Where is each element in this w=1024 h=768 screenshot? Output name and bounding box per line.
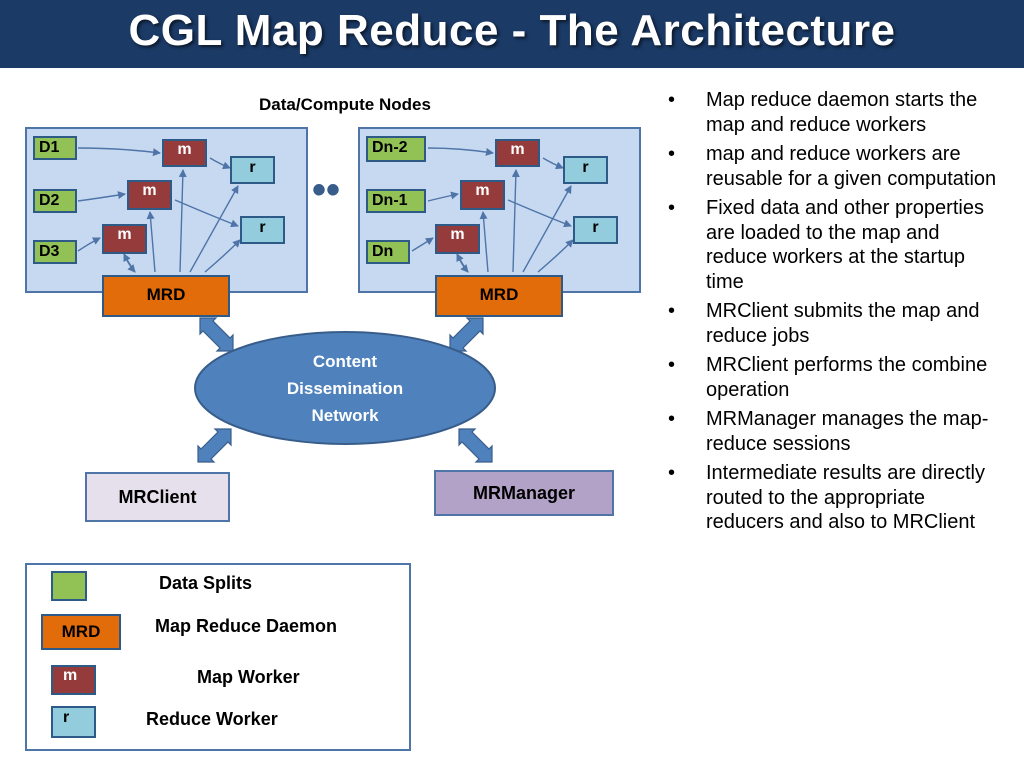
arrow-m-mrd	[123, 253, 136, 273]
arrow-m-r1-r	[542, 157, 564, 170]
data-split-d1: D1	[33, 136, 77, 160]
link-client	[197, 428, 232, 463]
network-links	[197, 317, 493, 463]
map-reduce-daemon: MRD	[102, 275, 230, 317]
legend-map-label: Map Worker	[197, 667, 300, 687]
bullet-text: MRClient submits the map and reduce jobs	[706, 300, 980, 347]
map-worker: m	[162, 139, 207, 167]
link-right-mrd	[449, 317, 484, 352]
arrow-mrd-m2	[146, 211, 156, 273]
bullet-dot-icon: •	[668, 462, 676, 484]
map-worker: m	[495, 139, 540, 167]
arrow-mrd-r2	[204, 239, 241, 273]
legend-mrd-swatch: MRD	[41, 614, 121, 650]
reduce-worker: r	[240, 216, 285, 244]
mrclient-box: MRClient	[85, 472, 230, 522]
network-label-line: Network	[311, 406, 379, 425]
arrow-mrd-r1	[189, 185, 239, 273]
data-split-dn: Dn	[366, 240, 410, 264]
data-split-dn-1: Dn-1	[366, 189, 426, 213]
data-split-d2: D2	[33, 189, 77, 213]
arrow-d3-m	[77, 237, 101, 252]
mrmanager-box: MRManager	[434, 470, 614, 516]
arrow-m-r2-r	[507, 199, 572, 228]
map-reduce-daemon: MRD	[435, 275, 563, 317]
bullet-text: MRClient performs the combine operation	[706, 354, 988, 401]
bullet-item: • MRManager manages the map-reduce sessio…	[660, 407, 1000, 456]
arrow-dn-m	[411, 237, 434, 252]
bullet-dot-icon: •	[668, 197, 676, 219]
network-label-line: Content	[312, 352, 378, 371]
bullet-item: • Map reduce daemon starts the map and re…	[660, 88, 1000, 137]
legend-data-split-swatch	[51, 571, 87, 601]
bullet-item: • Fixed data and other properties are loa…	[660, 196, 1000, 294]
arrow-mrd-m1	[178, 169, 187, 273]
link-left-mrd	[199, 317, 234, 352]
arrow-m-mrd-r	[456, 253, 469, 273]
map-worker: m	[435, 224, 480, 254]
network-label: Content Dissemination Network	[245, 348, 445, 429]
reduce-worker: r	[230, 156, 275, 184]
bullet-list: • Map reduce daemon starts the map and re…	[660, 88, 1000, 540]
legend-map-swatch: m	[51, 665, 96, 695]
arrow-dn1-m	[427, 191, 459, 202]
bullet-item: • map and reduce workers are reusable for…	[660, 142, 1000, 191]
nodes-heading: Data/Compute Nodes	[259, 95, 431, 114]
bullet-dot-icon: •	[668, 89, 676, 111]
bullet-dot-icon: •	[668, 143, 676, 165]
arrow-mrd-r2-r	[537, 239, 574, 273]
more-nodes-ellipsis: ••	[312, 168, 341, 212]
arrow-m-r1	[209, 157, 231, 170]
legend-reduce-swatch: r	[51, 706, 96, 738]
data-split-dn-2: Dn-2	[366, 136, 426, 162]
data-split-d3: D3	[33, 240, 77, 264]
legend-reduce-label: Reduce Worker	[146, 709, 278, 729]
bullet-item: • MRClient performs the combine operation	[660, 353, 1000, 402]
bullet-dot-icon: •	[668, 408, 676, 430]
bullet-text: map and reduce workers are reusable for …	[706, 143, 997, 190]
bullet-text: MRManager manages the map-reduce session…	[706, 408, 989, 455]
legend-data-splits-label: Data Splits	[159, 573, 253, 593]
bullet-text: Map reduce daemon starts the map and red…	[706, 89, 978, 136]
map-worker: m	[127, 180, 172, 210]
bullet-dot-icon: •	[668, 300, 676, 322]
slide-title: CGL Map Reduce - The Architecture	[128, 6, 896, 55]
arrow-dn2-m	[427, 147, 494, 156]
arrow-mrd-m2-r	[479, 211, 489, 273]
network-label-line: Dissemination	[286, 379, 404, 398]
arrow-d1-m	[77, 147, 161, 157]
arrow-d2-m	[77, 191, 126, 202]
bullet-item: • MRClient submits the map and reduce job…	[660, 299, 1000, 348]
content-network	[194, 331, 496, 445]
arrow-m-r2	[174, 199, 239, 228]
link-manager	[458, 428, 493, 463]
bullet-text: Fixed data and other properties are load…	[706, 197, 984, 293]
reduce-worker: r	[563, 156, 608, 184]
map-worker: m	[460, 180, 505, 210]
title-bar: CGL Map Reduce - The Architecture	[0, 0, 1024, 68]
bullet-text: Intermediate results are directly routed…	[706, 462, 986, 533]
arrow-mrd-m1-r	[511, 169, 520, 273]
bullet-dot-icon: •	[668, 354, 676, 376]
arrow-mrd-r1-r	[522, 185, 572, 273]
legend-mrd-label: Map Reduce Daemon	[155, 616, 338, 636]
map-worker: m	[102, 224, 147, 254]
reduce-worker: r	[573, 216, 618, 244]
bullet-item: • Intermediate results are directly route…	[660, 461, 1000, 535]
